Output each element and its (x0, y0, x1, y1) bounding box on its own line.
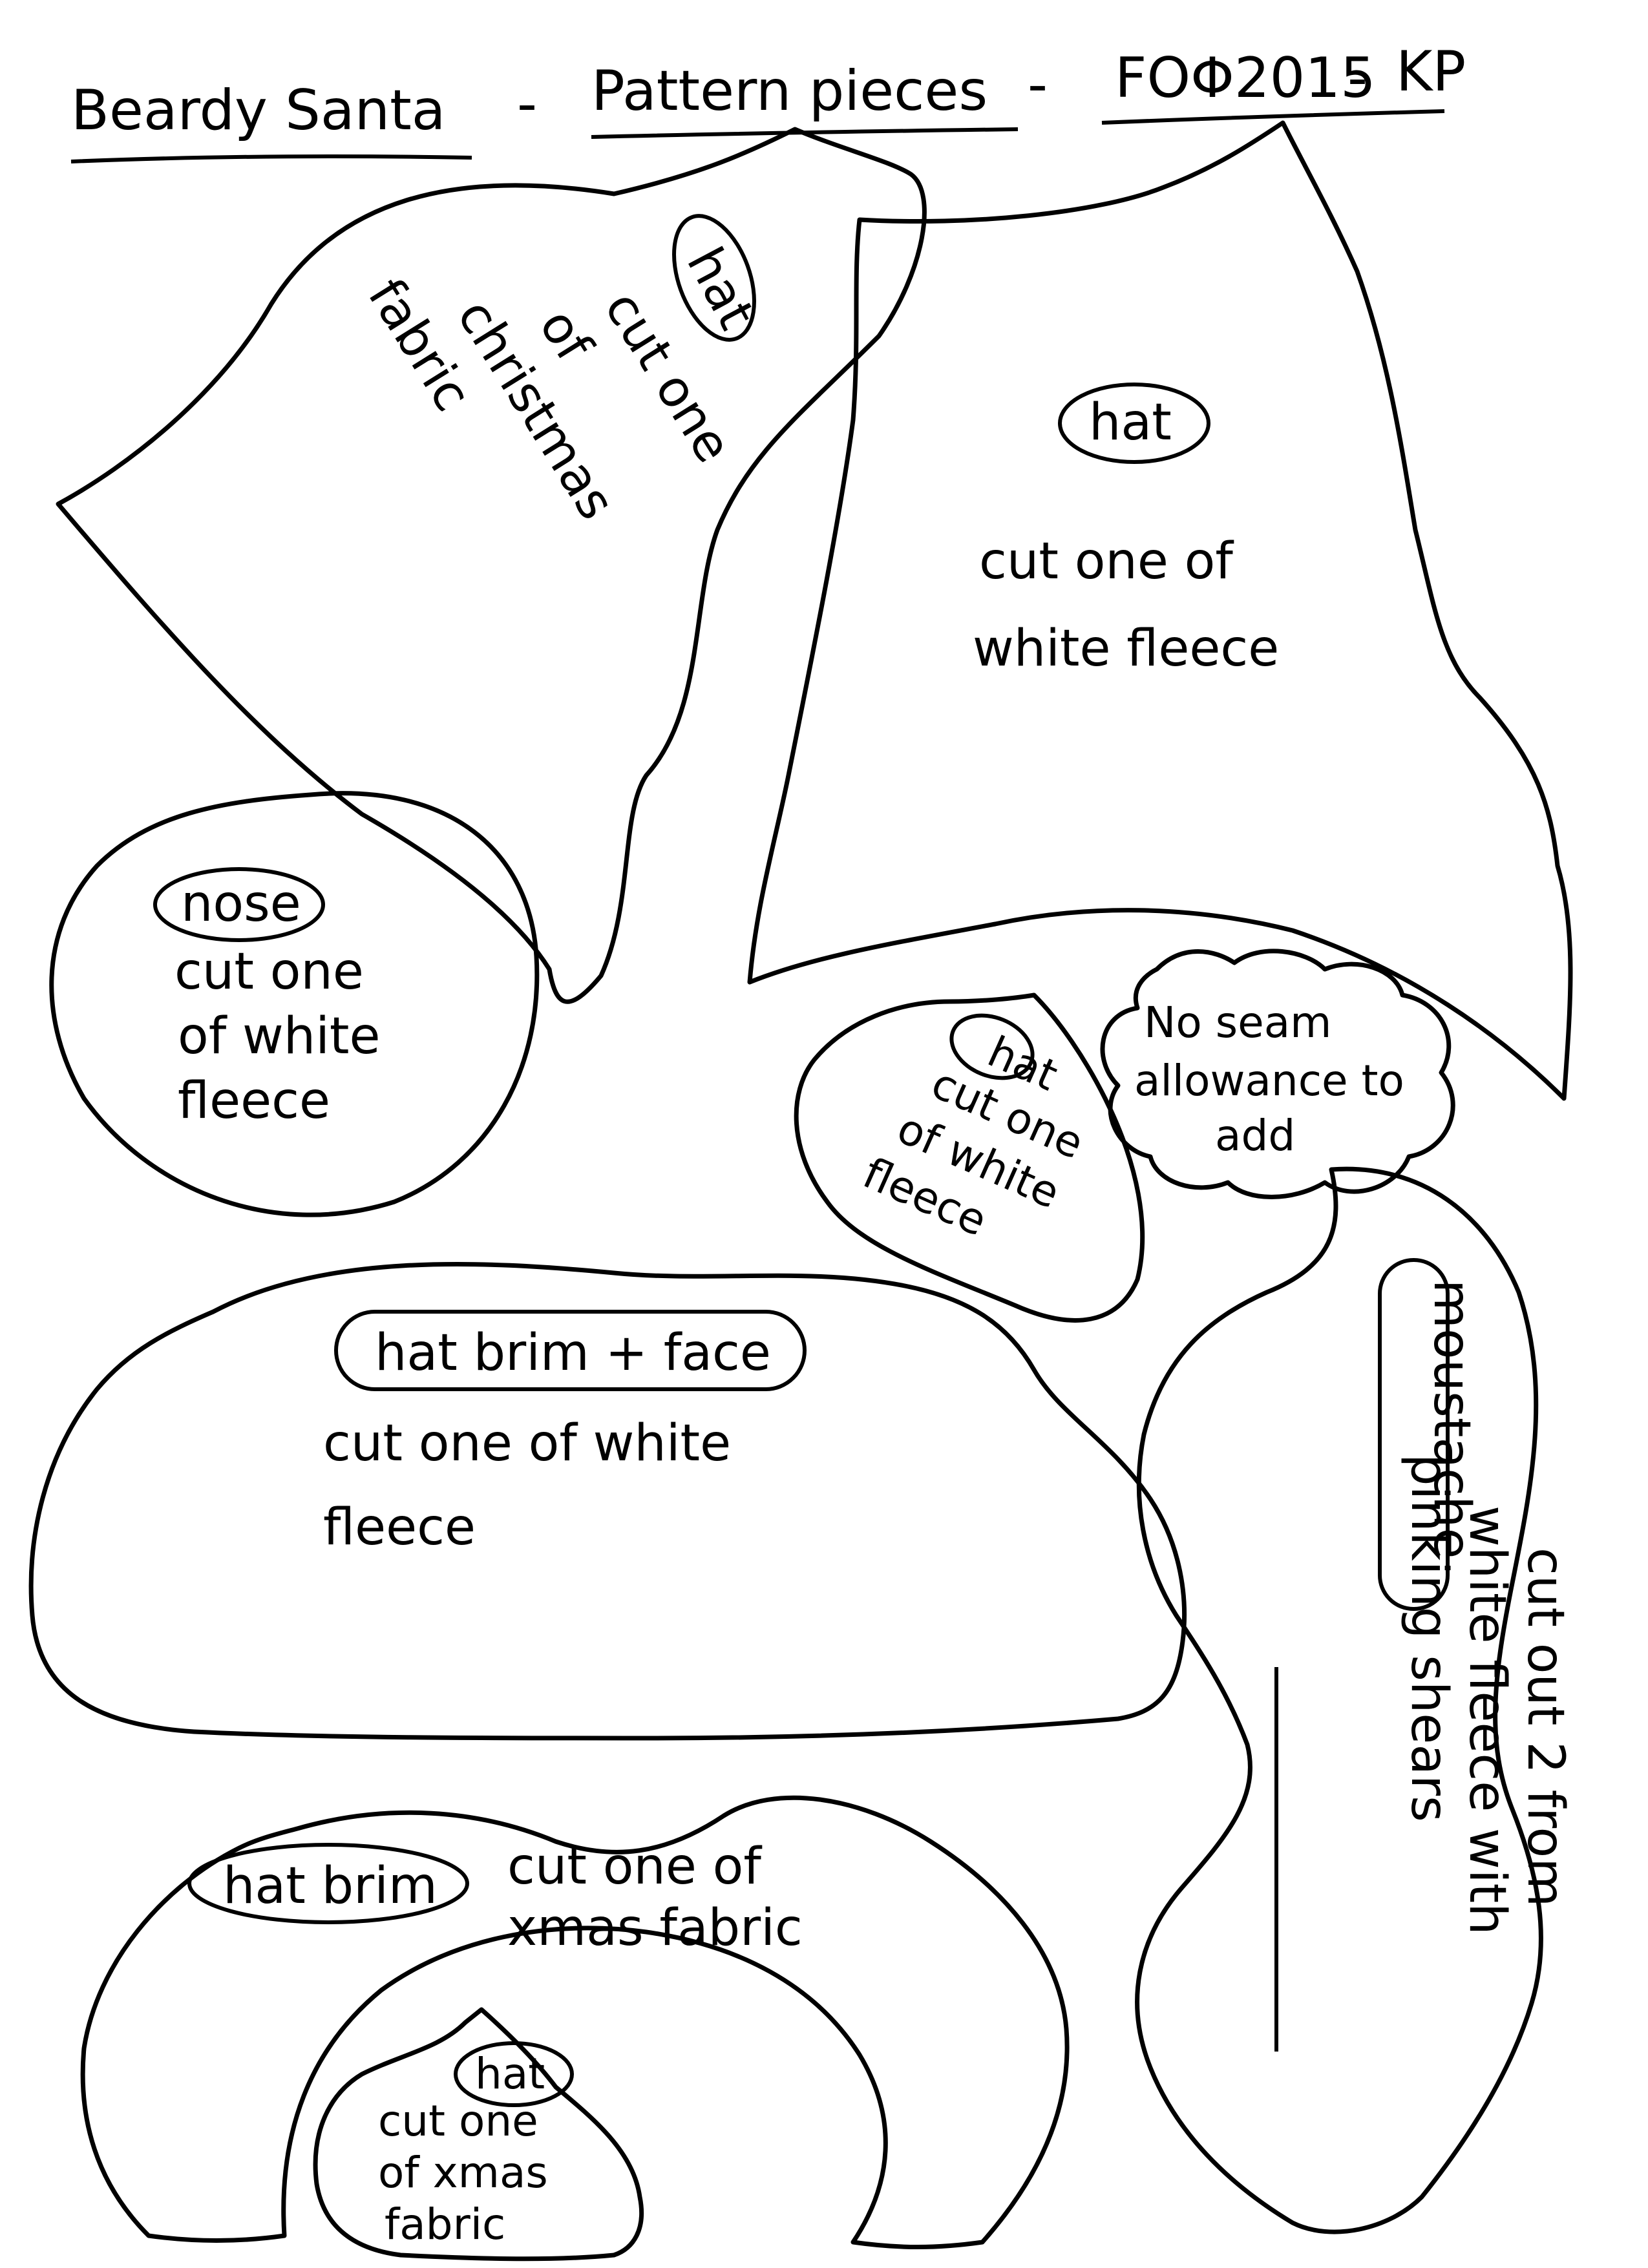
hat-christmas-text: cut one of christmas fabric (357, 269, 743, 529)
hat-small-white-tag-oval (949, 1013, 1035, 1080)
seam-note-line-3: add (1215, 1111, 1295, 1160)
piece-hat-christmas: hat cut one of christmas fabric (56, 127, 927, 1004)
title-name: Beardy Santa (71, 78, 446, 143)
hat-xmas-line-2: of xmas (378, 2148, 548, 2198)
title-sep-1: - (517, 72, 537, 136)
moustache-line-1: cut out 2 from (1516, 1548, 1574, 1907)
hat-white-line-1: cut one of (979, 532, 1234, 591)
hat-xmas-line-3: fabric (385, 2200, 505, 2249)
moustache-tag-oval (1378, 1258, 1450, 1611)
seam-allowance-note: No seam allowance to add (1100, 949, 1455, 1199)
title-credit: FOΦ2015 (1115, 46, 1376, 110)
hat-brim-face-line-1: cut one of white (323, 1414, 731, 1473)
moustache-tag: moustache (1422, 1279, 1481, 1559)
hat-xmas-outline (313, 2007, 644, 2262)
hat-white-line-2: white fleece (973, 620, 1279, 678)
piece-hat-brim: hat brim cut one of xmas fabric (80, 1795, 1070, 2249)
seam-note-cloud (1100, 949, 1455, 1199)
hat-brim-outline (80, 1795, 1070, 2249)
nose-line-1: cut one (174, 943, 364, 1001)
hat-brim-face-line-2: fleece (323, 1498, 476, 1557)
hat-brim-tag-oval (187, 1843, 469, 1924)
piece-moustache: moustache cut out 2 from white fleece wi… (1135, 1166, 1574, 2234)
hat-brim-face-tag: hat brim + face (375, 1324, 771, 1382)
moustache-line-2: white fleece with (1458, 1506, 1516, 1935)
hat-white-tag-oval (1058, 383, 1210, 464)
hat-brim-face-tag-oval (334, 1310, 807, 1391)
title-initials: KP (1396, 39, 1466, 104)
piece-hat-white: hat cut one of white fleece (747, 120, 1573, 1101)
hat-brim-tag: hat brim (223, 1857, 438, 1915)
hat-xmas-line-1: cut one (378, 2096, 538, 2146)
title-sep-3: - (1347, 46, 1368, 110)
hat-christmas-tag-oval (672, 214, 756, 342)
hat-christmas-outline (56, 127, 927, 1004)
moustache-line-3: pinking shears (1400, 1454, 1458, 1822)
title-sep-2: - (1028, 52, 1048, 117)
hat-brim-line-1: cut one of (507, 1838, 762, 1896)
piece-hat-small-white: hat cut one of white fleece (794, 992, 1145, 1323)
hat-xmas-tag: hat (475, 2049, 545, 2099)
nose-line-3: fleece (178, 1072, 330, 1130)
hat-brim-line-2: xmas fabric (507, 1899, 803, 1957)
seam-note-line-2: allowance to (1134, 1056, 1404, 1106)
nose-tag: nose (181, 875, 301, 933)
moustache-outline (1135, 1166, 1543, 2234)
moustache-text: cut out 2 from white fleece with pinking… (1400, 1454, 1574, 1935)
nose-line-2: of white (178, 1007, 380, 1066)
title-name-underline (70, 154, 472, 163)
title-line: Beardy Santa - Pattern pieces - FOΦ2015 … (70, 39, 1466, 163)
seam-note-line-1: No seam (1144, 998, 1331, 1047)
hat-brim-face-outline (28, 1261, 1187, 1741)
hat-xmas-tag-oval (454, 2041, 574, 2107)
nose-tag-oval (153, 867, 325, 942)
title-credit-underline (1101, 109, 1445, 125)
title-subtitle: Pattern pieces (591, 59, 988, 123)
nose-outline (49, 791, 540, 1217)
piece-hat-brim-face: hat brim + face cut one of white fleece (28, 1261, 1187, 1741)
piece-nose: nose cut one of white fleece (49, 791, 540, 1217)
piece-hat-xmas: hat cut one of xmas fabric (313, 2007, 644, 2262)
hat-white-tag: hat (1089, 394, 1172, 452)
hat-white-outline (747, 120, 1573, 1101)
